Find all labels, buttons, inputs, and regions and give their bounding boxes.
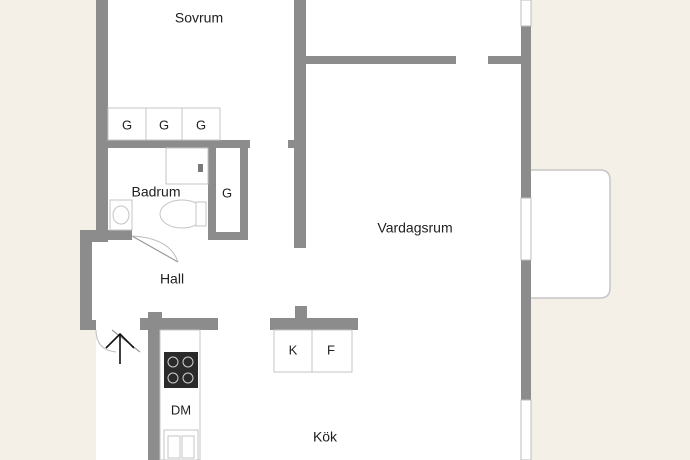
bathroom-walls [96,140,250,240]
wardrobe-label-1: G [122,117,132,132]
room-label-kok: Kök [313,429,338,445]
west-wall [80,0,108,330]
wardrobe-row [107,107,221,141]
freezer [311,329,353,373]
stove [164,352,198,388]
kitchen-sink [163,429,199,460]
bedroom-living-partition [288,0,522,248]
kitchen-walls [140,312,218,460]
sink [109,199,133,231]
room-label-sovrum: Sovrum [175,10,223,26]
room-label-badrum: Badrum [131,184,180,200]
bathroom-door [131,235,179,263]
wardrobe-label-2: G [159,117,169,132]
fridge [273,329,313,373]
entrance-arrow-icon [105,332,135,364]
wardrobe-label-4: G [222,185,232,200]
wardrobe-label-3: G [196,117,206,132]
toilet [159,199,207,229]
east-wall [520,0,532,460]
balcony [529,169,611,299]
fridge-label: K [289,342,298,357]
bathroom-tap [198,164,203,172]
dishwasher-label: DM [171,402,191,417]
room-label-vardagsrum: Vardagsrum [377,220,452,236]
room-label-hall: Hall [160,271,184,287]
freezer-label: F [327,342,335,357]
kitchen-island-partition [270,306,358,330]
